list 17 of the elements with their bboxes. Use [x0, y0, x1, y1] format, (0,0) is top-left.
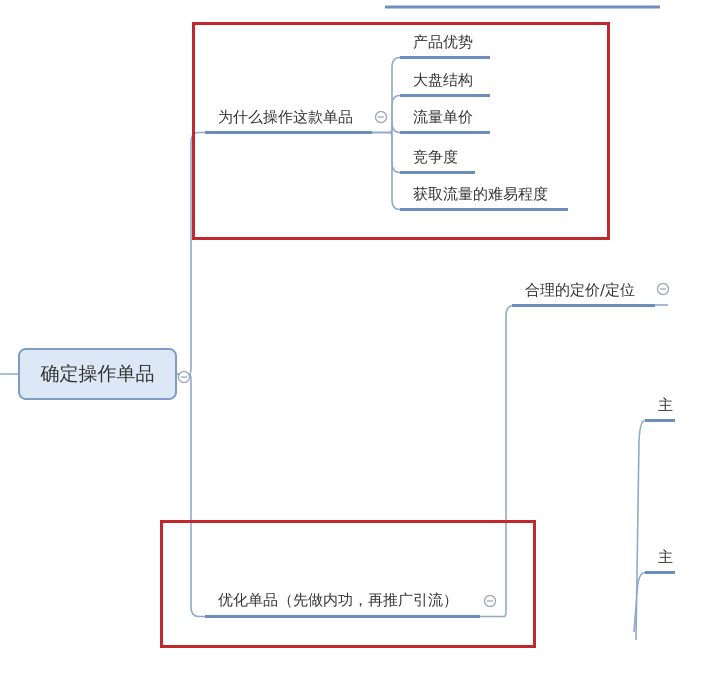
branch-topic: 优化单品（先做内功，再推广引流）: [205, 589, 480, 618]
branch-topic: 大盘结构: [400, 69, 490, 97]
branch-topic: 主: [645, 546, 675, 574]
branch-topic: 为什么操作这款单品: [205, 106, 372, 134]
branch-line: [480, 304, 515, 618]
branch-topic: 获取流量的难易程度: [400, 183, 568, 211]
branch-topic: 流量单价: [400, 106, 490, 134]
branch-line: [633, 572, 646, 632]
branch-line: [0, 373, 18, 375]
central-topic-box: 确定操作单品: [18, 348, 177, 400]
branch-topic: 竞争度: [400, 146, 475, 174]
branch-topic: 主: [645, 394, 675, 422]
branch-topic: 合理的定价/定位: [512, 279, 655, 307]
highlight-frame: [160, 520, 536, 648]
highlight-frame: [192, 22, 610, 240]
branch-line: [635, 420, 646, 640]
branch-topic: 产品优势: [400, 31, 490, 59]
